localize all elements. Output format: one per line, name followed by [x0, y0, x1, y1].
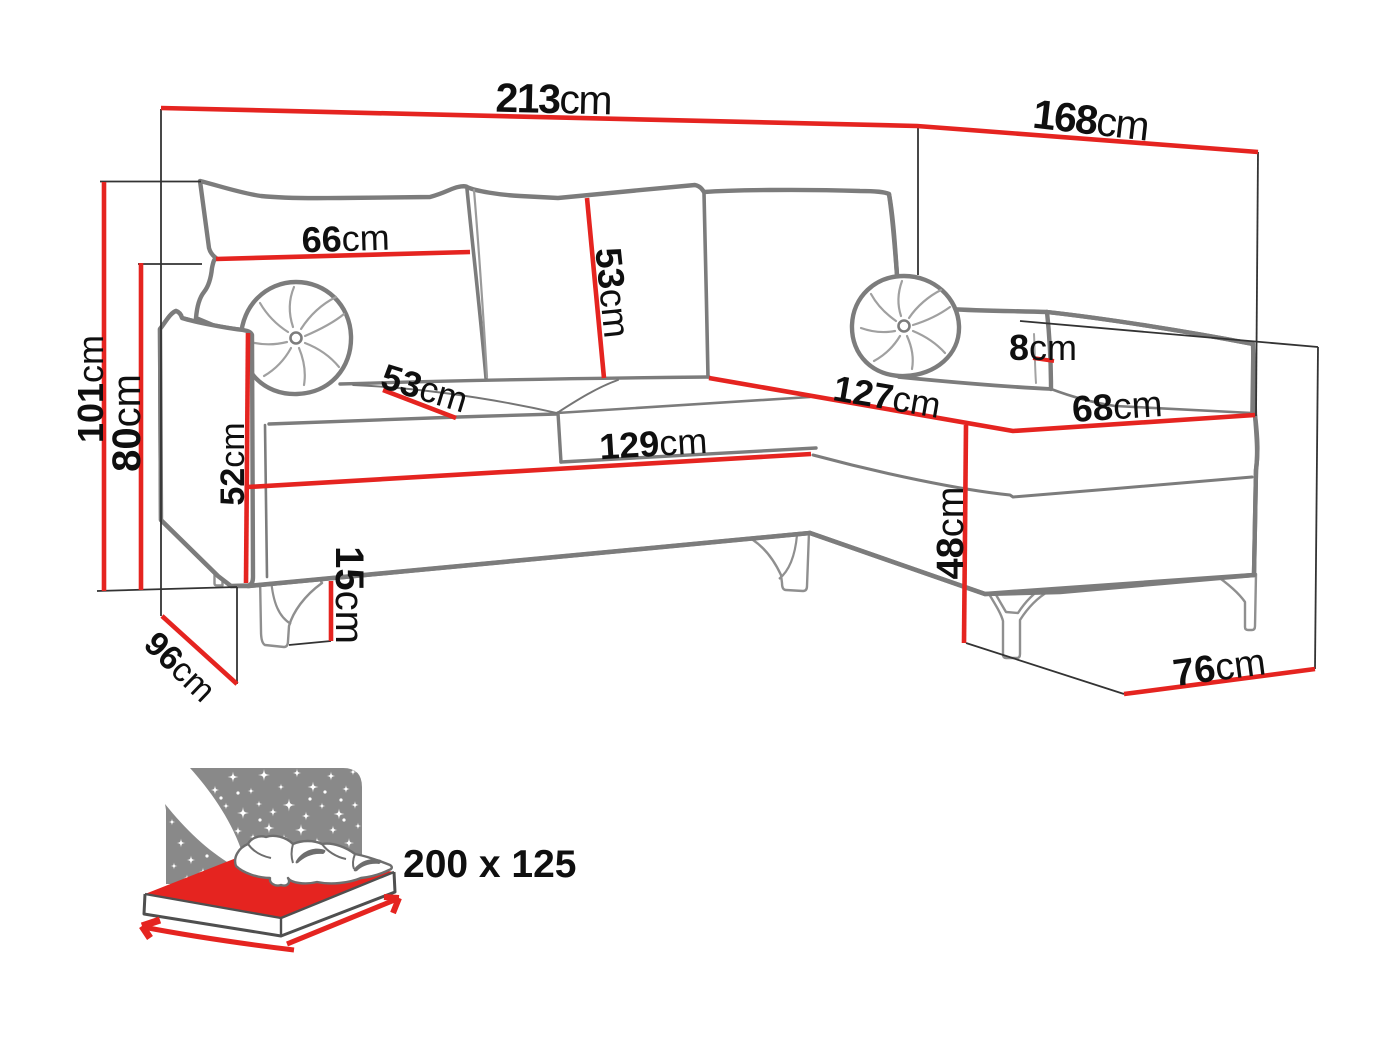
svg-text:53cm: 53cm	[587, 246, 637, 340]
svg-text:76cm: 76cm	[1171, 641, 1269, 695]
svg-text:168cm: 168cm	[1031, 91, 1151, 150]
svg-text:66cm: 66cm	[301, 217, 390, 261]
svg-text:127cm: 127cm	[830, 367, 943, 426]
svg-text:68cm: 68cm	[1071, 383, 1164, 430]
svg-text:8cm: 8cm	[1009, 327, 1077, 368]
svg-text:52cm: 52cm	[214, 422, 252, 505]
svg-text:213cm: 213cm	[495, 75, 612, 124]
svg-text:129cm: 129cm	[598, 420, 708, 467]
svg-text:48cm: 48cm	[930, 487, 972, 580]
svg-text:101cm: 101cm	[70, 335, 111, 443]
svg-text:15cm: 15cm	[327, 546, 371, 644]
svg-text:200 x 125: 200 x 125	[403, 843, 577, 886]
svg-text:80cm: 80cm	[105, 374, 149, 472]
